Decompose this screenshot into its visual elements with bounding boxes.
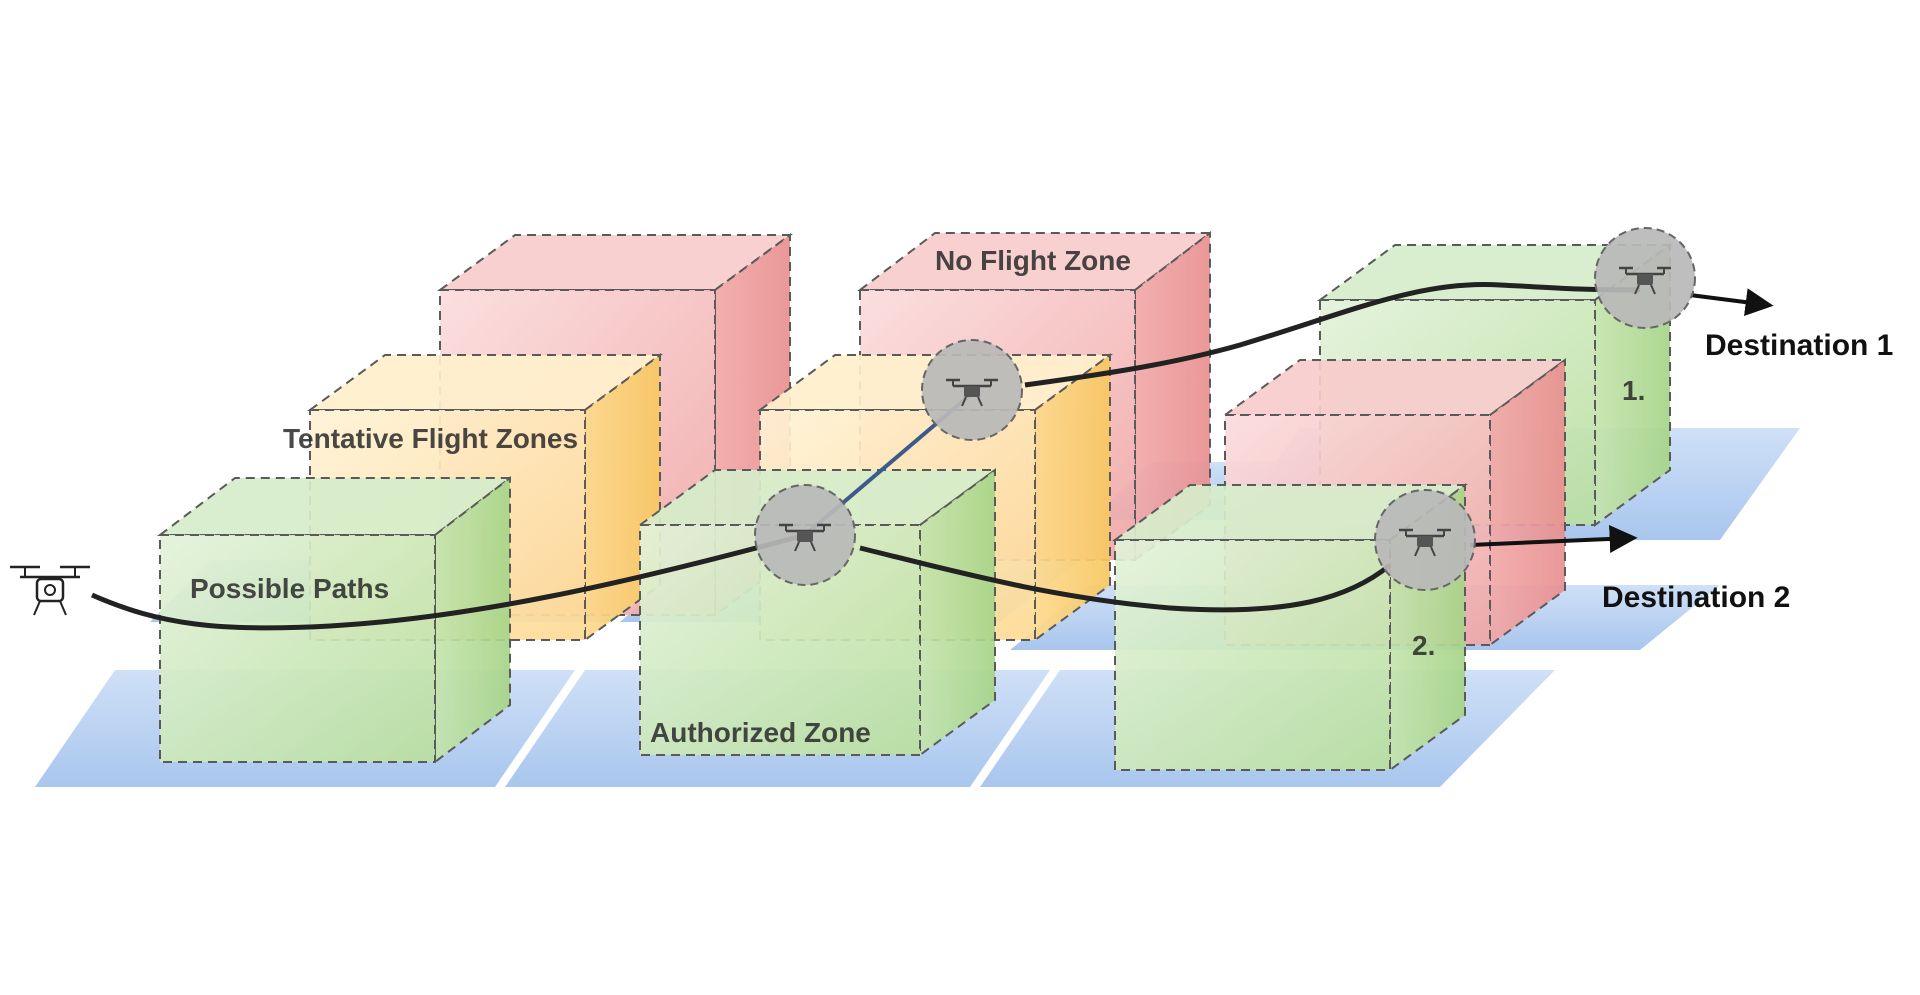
authorized-zone-box [157, 475, 513, 765]
tentative-flight-zones-label: Tentative Flight Zones [283, 423, 578, 454]
path-segment [90, 532, 806, 631]
possible-paths-label: Possible Paths [190, 573, 389, 604]
authorized-zone-label: Authorized Zone [650, 717, 871, 748]
destination-1-label: Destination 1 [1705, 329, 1893, 362]
no-flight-zone-label: No Flight Zone [935, 245, 1131, 276]
drone-waypoint [1374, 489, 1476, 591]
path-2-label: 2. [1412, 630, 1435, 661]
path-1 [1024, 281, 1641, 388]
drone-waypoint [1594, 227, 1696, 329]
drone-waypoint [921, 339, 1023, 441]
drone-waypoint [754, 484, 856, 586]
possible-paths [90, 281, 1774, 631]
path-2-exit [1469, 524, 1638, 553]
destination-2-label: Destination 2 [1602, 581, 1790, 614]
path-1-label: 1. [1622, 375, 1645, 406]
path-1-exit [1689, 288, 1774, 317]
origin-drone-icon [10, 565, 90, 616]
path-2 [859, 545, 1392, 613]
